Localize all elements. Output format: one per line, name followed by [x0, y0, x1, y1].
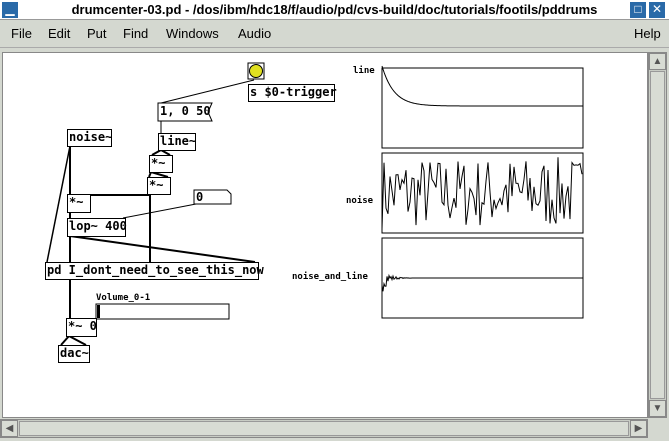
- cord: [68, 335, 87, 346]
- menu-audio[interactable]: Audio: [238, 26, 272, 41]
- cord: [60, 335, 70, 346]
- array-graph-line: [381, 67, 584, 149]
- menu-file[interactable]: File: [11, 26, 32, 41]
- number-box-outline: [193, 189, 232, 205]
- cord: [69, 235, 256, 263]
- array-graph-noise: [381, 152, 584, 234]
- array-plot-line: [381, 65, 583, 107]
- scroll-left-icon[interactable]: ◀: [1, 420, 18, 437]
- vertical-scroll-thumb[interactable]: [650, 71, 665, 399]
- window-menu-icon[interactable]: ▁: [2, 2, 18, 18]
- cord: [46, 145, 71, 263]
- horizontal-scroll-thumb[interactable]: [19, 421, 629, 436]
- cord: [122, 203, 197, 219]
- close-icon[interactable]: ✕: [649, 2, 665, 18]
- menu-find[interactable]: Find: [123, 26, 149, 41]
- multiply-object-2[interactable]: *~: [147, 177, 171, 195]
- volume-slider-handle: [97, 305, 100, 318]
- scroll-right-icon[interactable]: ▶: [630, 420, 647, 437]
- bang-indicator: [249, 64, 263, 78]
- menu-windows[interactable]: Windows: [166, 26, 219, 41]
- cord: [160, 79, 255, 104]
- window-title: drumcenter-03.pd - /dos/ibm/hdc18/f/audi…: [71, 2, 598, 17]
- menu-help[interactable]: Help: [634, 26, 661, 41]
- multiply-object-1[interactable]: *~: [149, 155, 173, 173]
- subpatch-object[interactable]: pd I_dont_need_to_see_this_now: [45, 262, 264, 280]
- array-label-noise-and-line: noise_and_line: [292, 272, 368, 282]
- menu-bar: File Edit Put Find Windows Audio Help: [0, 20, 669, 48]
- scroll-down-icon[interactable]: ▼: [649, 400, 666, 417]
- volume-slider[interactable]: [95, 303, 230, 320]
- array-plot-noise: [381, 157, 583, 230]
- horizontal-scrollbar[interactable]: ◀ ▶: [0, 419, 648, 438]
- message-box[interactable]: 1, 0 50: [160, 104, 211, 118]
- title-bar: ▁ drumcenter-03.pd - /dos/ibm/hdc18/f/au…: [0, 0, 669, 20]
- lowpass-object[interactable]: lop~ 400: [67, 218, 127, 237]
- array-label-line: line: [353, 66, 375, 76]
- number-box[interactable]: 0: [196, 190, 204, 204]
- menu-put[interactable]: Put: [87, 26, 107, 41]
- volume-label: Volume_0-1: [96, 293, 151, 303]
- array-plot-noise_and_line: [381, 273, 583, 292]
- send-trigger-object[interactable]: s $0-trigger: [248, 84, 337, 102]
- array-label-noise: noise: [346, 196, 374, 206]
- menu-edit[interactable]: Edit: [48, 26, 71, 41]
- maximize-icon[interactable]: □: [630, 2, 646, 18]
- vertical-scrollbar[interactable]: ▲ ▼: [648, 52, 667, 418]
- scroll-up-icon[interactable]: ▲: [649, 53, 666, 70]
- message-box-outline: [157, 102, 213, 122]
- dac-object[interactable]: dac~: [58, 345, 90, 363]
- line-object[interactable]: line~: [158, 133, 196, 151]
- multiply-object-3[interactable]: *~: [67, 194, 91, 213]
- noise-object[interactable]: noise~: [67, 129, 112, 147]
- volume-multiply-object[interactable]: *~ 0: [66, 318, 97, 337]
